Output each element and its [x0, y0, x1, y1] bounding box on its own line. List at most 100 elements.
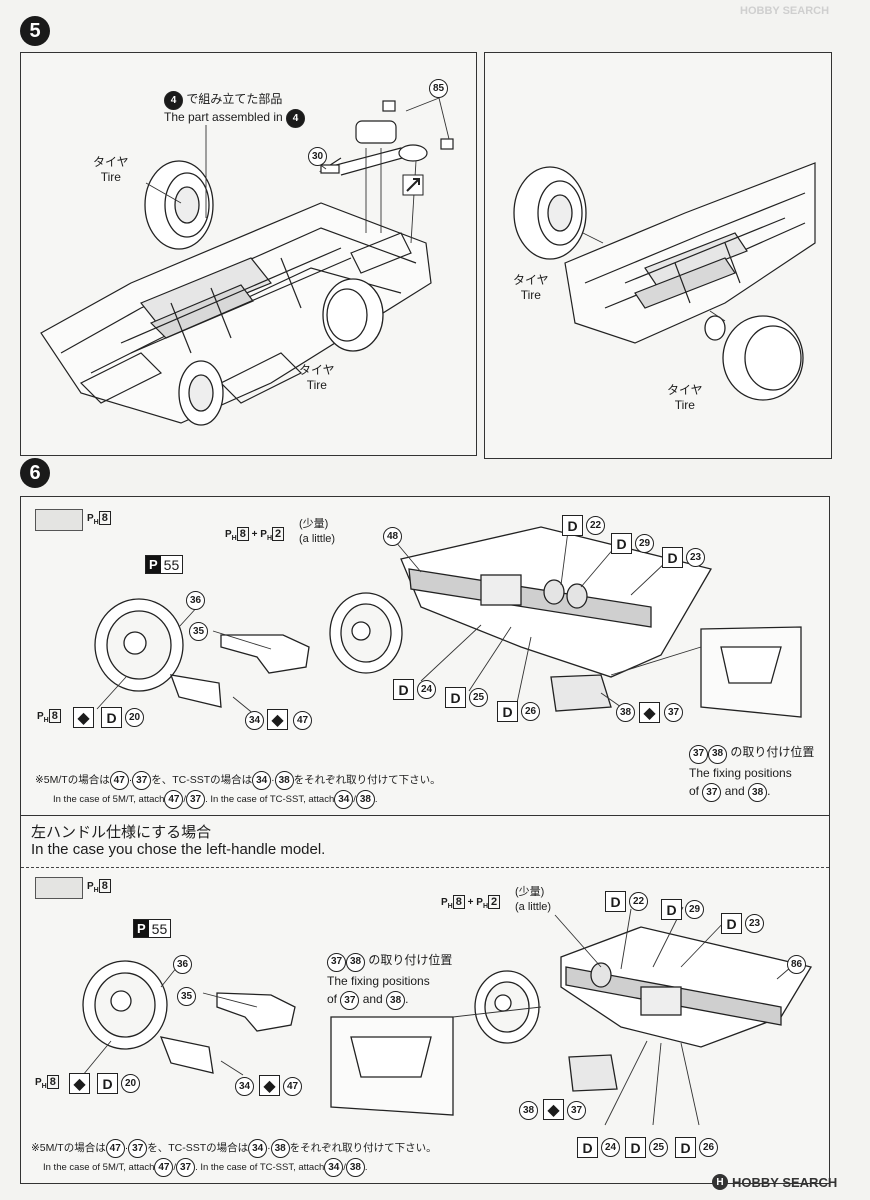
ref-37g: 37 [128, 1139, 148, 1158]
tire-label-1-jp: タイヤ [93, 155, 129, 169]
ref-34b: 34 [334, 790, 354, 809]
callout-35-top: 35 [189, 622, 208, 641]
decal-55-num: 55 [163, 556, 180, 573]
ref-37: 37 [689, 744, 708, 764]
ref-37f: 37 [340, 991, 360, 1010]
ref-38f: 38 [386, 991, 406, 1010]
paint-ref-bottom-num: 8 [98, 879, 111, 893]
swap-icon-34-47-top: ◆ [267, 709, 288, 730]
ref-47c: 47 [105, 1139, 125, 1158]
ref-38b: 38 [748, 783, 768, 802]
tire-label-4-en: Tire [674, 398, 695, 412]
ref-47: 47 [109, 771, 129, 790]
d-letter: D [101, 707, 122, 728]
decal-25-num: 25 [469, 688, 488, 707]
ref-38g: 38 [270, 1139, 290, 1158]
grease-ref-a: 8 [236, 527, 249, 541]
note-jp-a: ※5M/Tの場合は [35, 774, 110, 786]
ref-37e: 37 [327, 952, 346, 972]
swap-icon-wheel-bottom: ◆ [69, 1073, 90, 1094]
d-letter: D [605, 891, 626, 912]
note-jp-b-bottom: を、TC-SSTの場合は [147, 1142, 249, 1154]
decal-23-num-bottom: 23 [745, 914, 764, 933]
grease-ref-b: 2 [272, 527, 285, 541]
grease-little-bottom: (少量) (a little) [515, 885, 551, 915]
callout-35-bottom: 35 [177, 987, 196, 1006]
swap-icon-38-37-bottom: ◆ [543, 1099, 564, 1120]
ref-38: 38 [708, 744, 727, 764]
note-en-b-bottom: . In the case of TC-SST, attach [195, 1162, 325, 1173]
d-letter: D [611, 533, 632, 554]
part-assembled-jp: 4 で組み立てた部品 [164, 91, 282, 110]
step-ref-4-badge-en: 4 [286, 109, 306, 128]
swap-icon-wheel-top: ◆ [73, 707, 94, 728]
decal-22-num-bottom: 22 [629, 892, 648, 911]
decal-29-num-bottom: 29 [685, 900, 704, 919]
decal-20-num-bottom: 20 [121, 1074, 140, 1093]
d-letter: D [661, 899, 682, 920]
ph-mark: P [146, 556, 161, 573]
part-assembled-en-text: The part assembled in [164, 110, 283, 124]
hobby-search-logo-icon: H [712, 1174, 728, 1190]
grease-little-jp: (少量) [299, 518, 329, 530]
ref-38c: 38 [274, 771, 294, 790]
fixing-en-of-bottom: of [327, 991, 338, 1006]
decal-22-num: 22 [586, 516, 605, 535]
decal-26-num: 26 [521, 702, 540, 721]
note-jp-c-bottom: をそれぞれ取り付けて下さい。 [289, 1142, 437, 1154]
note-en-b: . In the case of TC-SST, attach [205, 794, 335, 805]
ref-47b: 47 [164, 790, 184, 809]
steering-drawing-bottom [82, 906, 813, 1126]
paint-ref-top-num: 8 [98, 511, 111, 525]
fixing-jp-text-bottom: の取り付け位置 [368, 953, 453, 967]
d-letter: D [393, 679, 414, 700]
callout-34-bottom: 34 [235, 1077, 254, 1096]
hobby-search-brand: HOBBY SEARCH [732, 1174, 838, 1190]
grease-ref-b-bottom: 2 [488, 895, 501, 909]
callout-37-bottom: 37 [567, 1101, 586, 1120]
fixing-en-1-top: The fixing positions [689, 765, 792, 780]
callout-48: 48 [383, 527, 402, 546]
d-letter: D [625, 1137, 646, 1158]
decal-29-num: 29 [635, 534, 654, 553]
step5-left-panel: 4 で組み立てた部品 The part assembled in 4 85 30… [20, 52, 477, 456]
callout-86: 86 [787, 955, 806, 974]
left-handle-heading-jp: 左ハンドル仕様にする場合 [31, 824, 212, 841]
faint-watermark: HOBBY SEARCH [740, 5, 830, 17]
callout-38-top: 38 [616, 703, 635, 722]
ref-47d: 47 [154, 1158, 174, 1177]
tire-label-2: タイヤ Tire [299, 363, 335, 393]
fixing-and: and [724, 783, 745, 798]
dashed-divider [21, 867, 829, 868]
grease-little-en-bottom: (a little) [515, 901, 552, 913]
d-letter: D [97, 1073, 118, 1094]
part-assembled-jp-text: で組み立てた部品 [186, 92, 283, 106]
paint-swatch-top [35, 509, 83, 531]
decal-24-num-bottom: 24 [601, 1138, 620, 1157]
step-5-badge: 5 [20, 16, 50, 46]
swap-icon-38-37-top: ◆ [639, 702, 660, 723]
left-handle-heading-en: In the case you chose the left-handle mo… [31, 841, 326, 858]
tire-label-1: タイヤ Tire [93, 155, 129, 185]
